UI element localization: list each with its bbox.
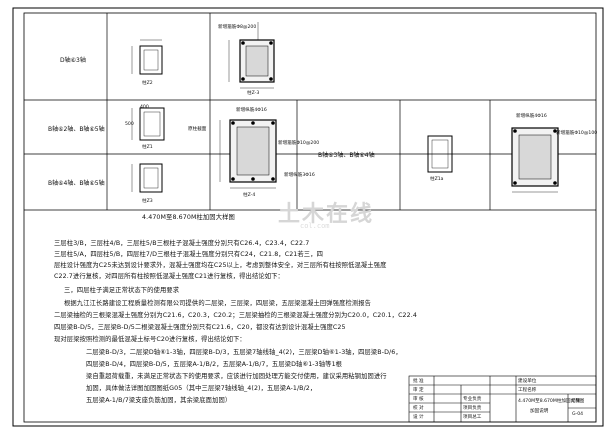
tb-proj-lead: 项目负责: [463, 406, 482, 411]
tb-design: 设 计: [413, 415, 424, 420]
note-line-6: 根据九江江长路建设工程质量检测有限公司提供的二层梁，三层梁，四层梁，五层梁混凝土…: [64, 300, 372, 307]
note-line-10: 二层梁B-D/3，二层梁D轴⑥1-3轴，四层梁B-D/3，五层梁7轴线轴_4(2…: [86, 349, 402, 356]
section-z3-label-top: 柱Z-3: [247, 91, 260, 96]
column-section-z1a: [427, 135, 453, 173]
column-section-z3-reinforced: [228, 22, 275, 89]
note-line-8: 四层梁B-D/5，三层梁B-D/5二根梁混凝土强度分别只有C21.6，C20，都…: [54, 324, 346, 331]
tb-check: 校 对: [413, 406, 424, 411]
section-z1-label: 柱Z1: [142, 145, 153, 150]
tb-project-name: 工程名称: [518, 388, 537, 393]
section-z3-label: 柱Z3: [142, 199, 153, 204]
orig-col-note: 原柱截面: [188, 127, 207, 132]
column-section-z1: [131, 107, 165, 141]
outer-border: [12, 7, 604, 427]
bar-note-3: 新增纵筋4Φ16: [516, 114, 547, 119]
stirrup-note-1: 新增箍筋Φ8@200: [218, 25, 257, 30]
row1-axis-label: D轴⑥3轴: [60, 57, 86, 64]
tb-proj-chief: 项目总工: [463, 415, 482, 420]
note-line-7: 二层梁抽检的三根梁混凝土强度分别为C21.6，C20.3，C20.2；三层梁抽检…: [54, 312, 417, 319]
row3-axis-label: B轴⑥4轴、B轴⑥5轴: [48, 180, 105, 187]
tb-spec-lead: 专业负责: [463, 397, 482, 402]
row2-axis-label: B轴⑥2轴、B轴⑥5轴: [48, 126, 105, 133]
bar-note-2: 新增纵筋3Φ16: [284, 173, 315, 178]
note-line-3: 层柱设计强度为C25未达到设计要求外，混凝土强度均在C25以上，考虑到整体安全，…: [54, 262, 387, 269]
stirrup-note-2: 新增箍筋Φ10@200: [278, 141, 320, 146]
dim-400: 400: [140, 105, 149, 110]
watermark-sub: col.com: [300, 222, 330, 230]
section-z4-label: 柱Z-4: [243, 193, 256, 198]
column-section-z3: [131, 163, 163, 193]
note-line-2: 三层柱5/A，四层柱5/B，四层柱7/D三根柱子混凝土强度分别只有C24，C21…: [54, 251, 324, 258]
note-line-14: 五层梁A-1/B/7梁支座负筋加固，其余梁底面加固）: [86, 397, 232, 404]
tb-project-label: 建设单位: [518, 379, 537, 384]
dim-500: 500: [125, 122, 134, 127]
column-section-z2: [131, 39, 163, 75]
column-section-right-reinforced: [511, 127, 559, 193]
column-section-z4-reinforced: [219, 119, 277, 189]
note-line-11: 四层梁B-D/4，四层梁B-D/5，五层梁A-1/B/2，五层梁A-1/B/7，…: [86, 361, 343, 368]
right-axis-label: B轴⑥3轴、B轴⑥4轴: [318, 152, 375, 159]
note-line-12: 梁自重超荷载重，未满足正常状态下的使用要求，应该进行加固处理方能交付使用，建议采…: [86, 373, 387, 380]
watermark-logo: 土木在线: [278, 202, 375, 227]
title-block-grid: [408, 375, 597, 423]
note-line-1: 三层柱3/B，三层柱4/B，三层柱5/B三根柱子混凝土强度分别只有C26.4，C…: [54, 240, 310, 247]
tb-drawing-title-1: 4.470M至8.670M柱加固大样图: [518, 399, 585, 404]
note-line-4: C22.7进行复核，对四层所有柱按照低混凝土强度C21进行复核，得出结论如下：: [54, 273, 284, 280]
tb-approve: 批 准: [413, 379, 424, 384]
detail-table-grid: [24, 13, 596, 211]
tb-edition: 结施: [571, 399, 581, 404]
table-caption: 4.470M至8.670M柱加固大样图: [142, 214, 235, 221]
inner-border: [23, 12, 597, 423]
tb-audit: 审 定: [413, 388, 424, 393]
note-line-5: 三，四层柱子满足正常状态下的使用要求: [64, 287, 180, 294]
tb-review: 审 核: [413, 397, 424, 402]
stirrup-note-3: 新增箍筋Φ10@100: [556, 131, 598, 136]
note-line-9: 现对层梁按照检测的最低混凝土标号C20进行复核，得出结论如下：: [54, 336, 246, 343]
section-z2-label: 柱Z2: [142, 81, 153, 86]
tb-drawing-title-2: 加固说明: [530, 409, 549, 414]
bar-note-1: 新增纵筋4Φ16: [236, 108, 267, 113]
tb-sheet-no: G-04: [572, 412, 584, 417]
note-line-13: 加固，具体做法详图加固图纸G05（其中三层梁7轴线轴_4(2)，五层梁A-1/B…: [86, 385, 317, 392]
section-z1a-label: 柱Z1a: [430, 177, 444, 182]
